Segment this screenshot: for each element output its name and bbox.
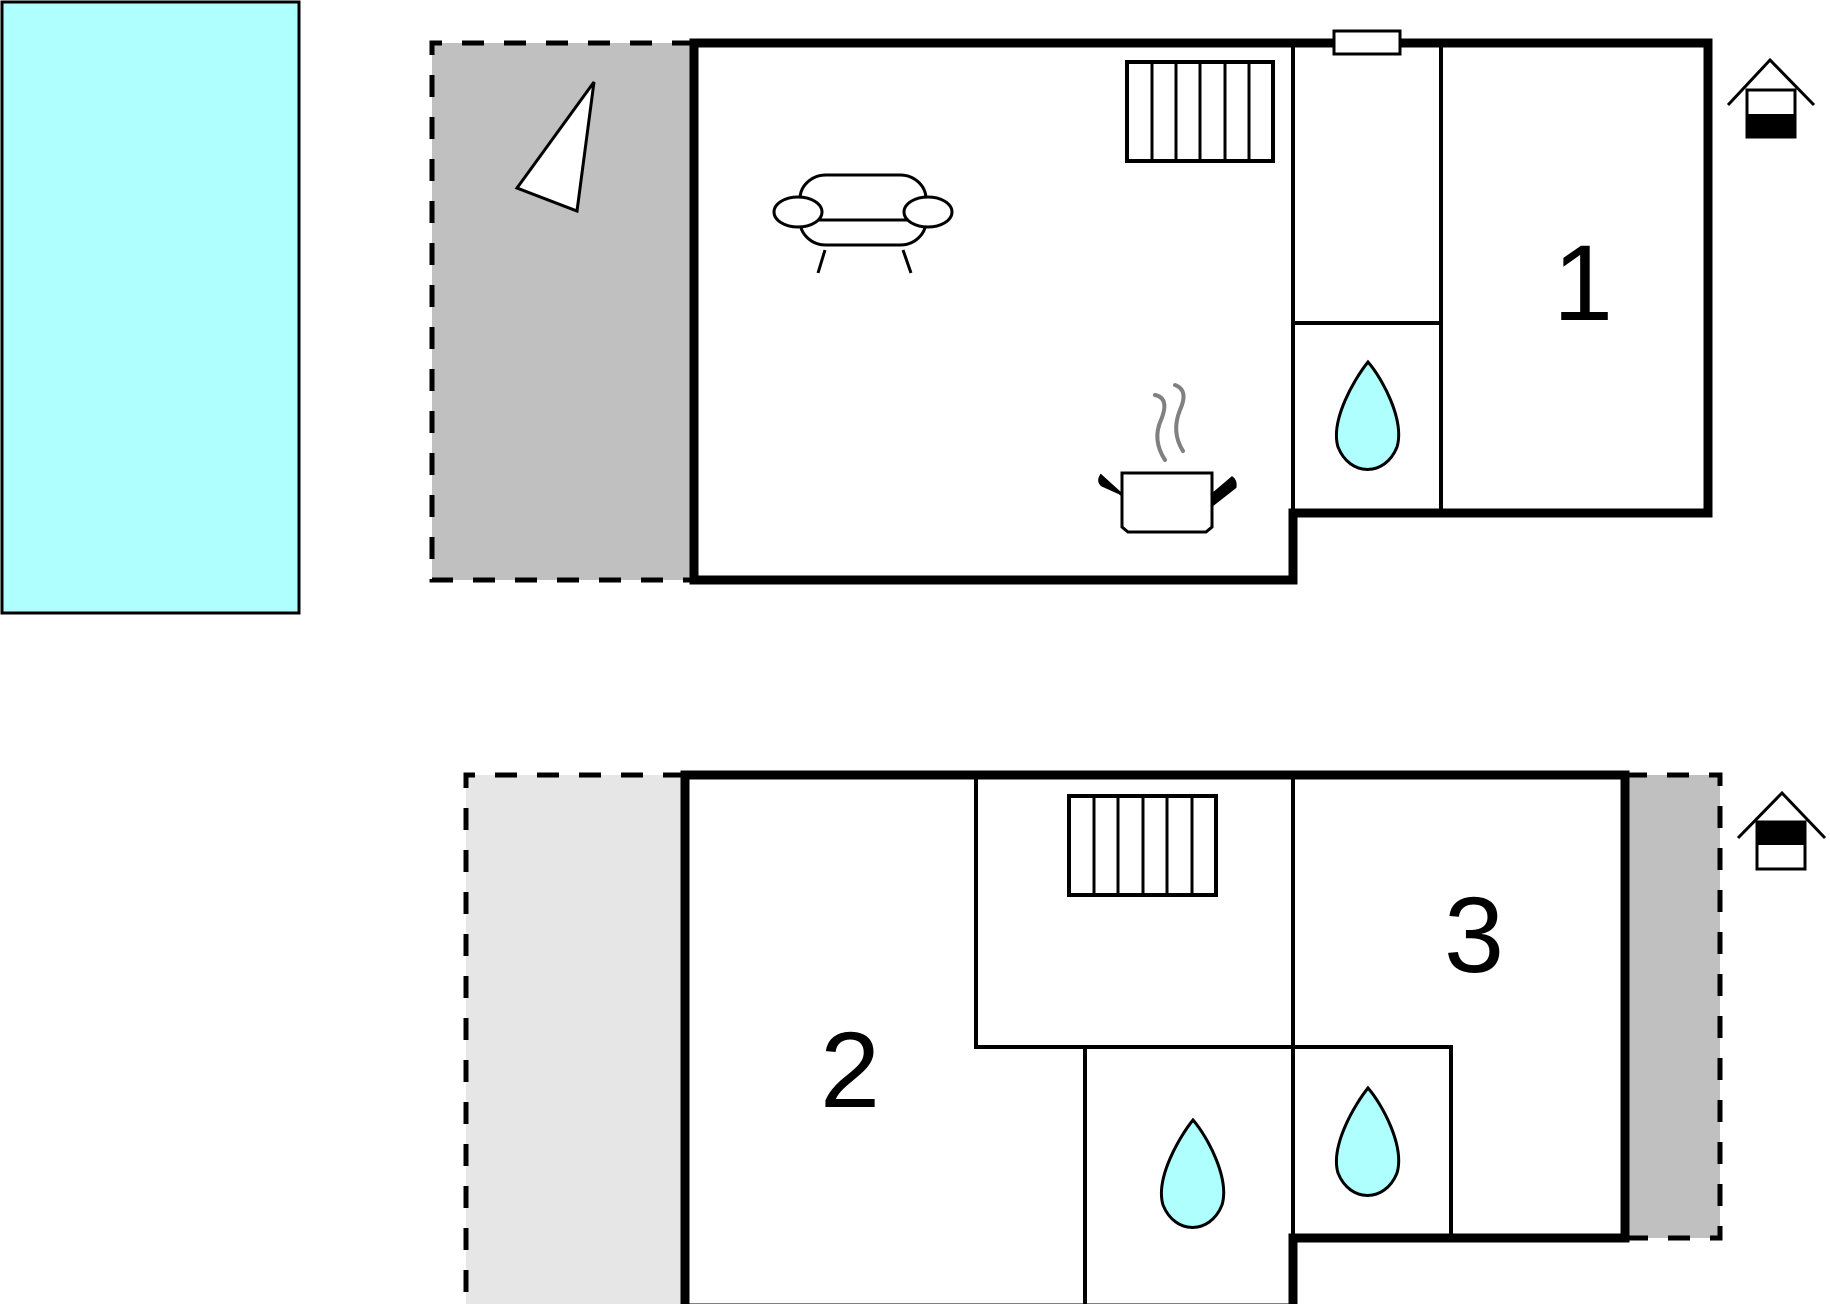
upper-floor-plan: 2 3 bbox=[463, 770, 1827, 1304]
stairs-icon bbox=[1125, 60, 1275, 163]
terrace-right bbox=[1625, 775, 1720, 1238]
sofa-icon bbox=[772, 173, 954, 274]
interior-wall bbox=[974, 775, 1453, 1238]
water-drop-icon bbox=[1335, 359, 1401, 471]
parasol-icon bbox=[514, 81, 596, 214]
room-label-1: 1 bbox=[1553, 222, 1613, 343]
ground-floor-house-icon bbox=[1726, 57, 1816, 139]
window-icon bbox=[1332, 29, 1402, 56]
terrace-right-outline bbox=[1625, 772, 1723, 1241]
cooking-pot-icon bbox=[1098, 383, 1237, 534]
water-drop-icon bbox=[1335, 1085, 1401, 1197]
water-drop-icon bbox=[1160, 1117, 1226, 1229]
upper-floor-house-icon bbox=[1736, 790, 1827, 871]
ground-floor-plan: 1 bbox=[429, 29, 1816, 585]
balcony bbox=[466, 775, 685, 1304]
room-label-2: 2 bbox=[820, 1009, 880, 1130]
room-label-3: 3 bbox=[1444, 874, 1504, 995]
swimming-pool bbox=[0, 0, 301, 615]
stairs-icon bbox=[1067, 794, 1218, 897]
terrace-outline bbox=[429, 40, 694, 583]
